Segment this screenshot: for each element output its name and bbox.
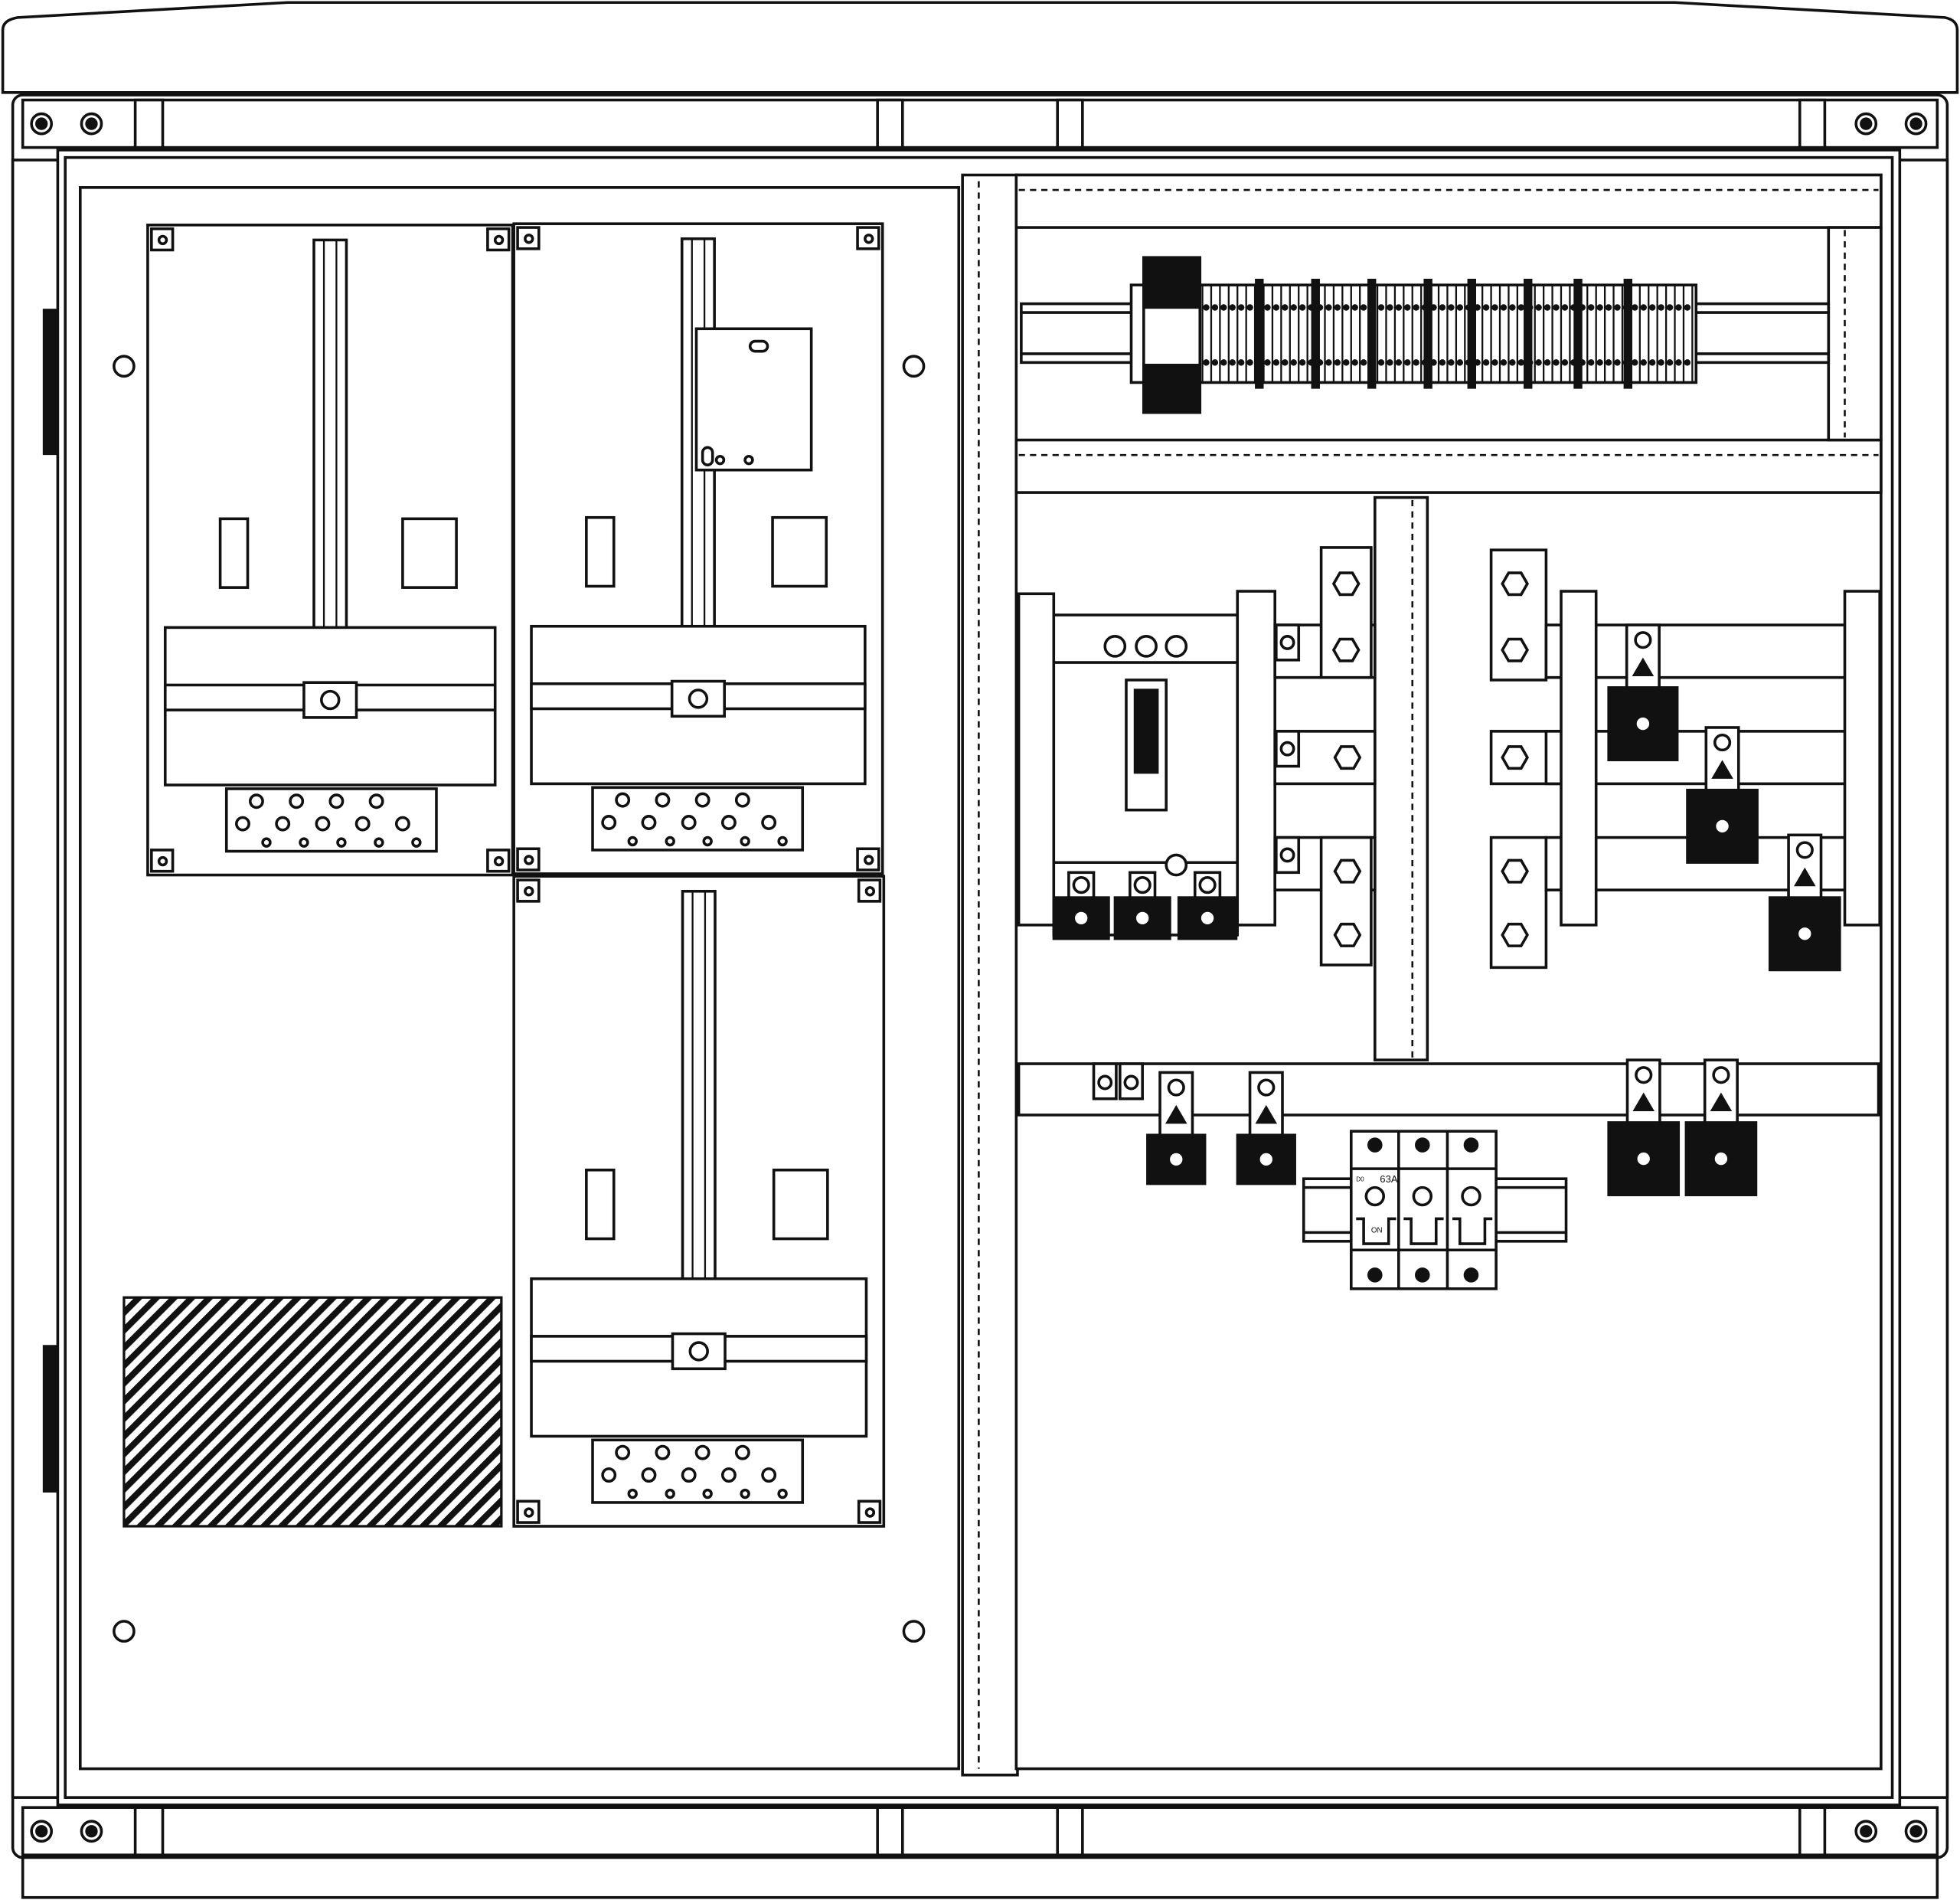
hex-bolt-icon xyxy=(1501,858,1529,884)
cable-lug xyxy=(1686,726,1759,864)
ventilation-grille xyxy=(122,1296,503,1528)
small-terminal-icons xyxy=(1092,623,1301,1100)
bottom-rail xyxy=(21,1806,1939,1857)
hex-bolt-icons xyxy=(1331,571,1529,947)
fuse-switch-d0: D0 63A ON xyxy=(1302,1130,1568,1290)
upper-cross-bars xyxy=(1014,173,1883,494)
meter-module xyxy=(146,224,514,877)
n-pe-rail xyxy=(1017,1062,1880,1117)
hex-bolt-icon xyxy=(1501,745,1529,770)
cable-lug xyxy=(1684,1058,1758,1197)
hex-bolt-icon xyxy=(1333,745,1362,770)
meter-module xyxy=(512,875,886,1528)
hex-bolt-icon xyxy=(1333,858,1362,884)
cable-lug xyxy=(1146,1071,1207,1185)
side-profiles xyxy=(11,159,1949,1799)
vertical-busbar xyxy=(1373,495,1429,1061)
terminal-end-plate xyxy=(1367,278,1377,389)
top-rail xyxy=(21,98,1939,149)
fuse-type-label: D0 xyxy=(1356,1176,1364,1182)
corner-screw-icons xyxy=(30,112,1928,1843)
hex-bolt-icon xyxy=(1333,922,1362,947)
cable-lug xyxy=(1177,871,1238,940)
distribution-panel xyxy=(1014,173,1883,1771)
cabinet-base xyxy=(21,1856,1939,1899)
cable-lug xyxy=(1768,833,1841,972)
terminal-end-plate xyxy=(1623,278,1633,389)
cable-lug xyxy=(1607,623,1679,762)
cable-lug xyxy=(1113,871,1171,940)
terminal-end-plate xyxy=(1255,278,1264,389)
terminal-end-plate xyxy=(1311,278,1320,389)
cabinet-roof xyxy=(1,1,1959,94)
meter-terminal-block xyxy=(591,1438,805,1504)
din-rail-terminals xyxy=(1020,256,1831,414)
fuse-state-label: ON xyxy=(1371,1226,1383,1235)
cable-lug xyxy=(1236,1071,1296,1185)
terminal-end-plate xyxy=(1524,278,1533,389)
terminal-end-plate xyxy=(1573,278,1583,389)
divider-column xyxy=(961,173,1019,1777)
hex-bolt-icon xyxy=(1331,571,1361,597)
meter-terminal-block xyxy=(224,787,438,853)
terminal-end-plate xyxy=(1467,278,1476,389)
hex-bolt-icon xyxy=(1501,571,1529,597)
terminal-end-plate xyxy=(1423,278,1432,389)
meter-terminal-block xyxy=(591,786,805,852)
cable-lug xyxy=(1607,1058,1681,1197)
meter-module xyxy=(512,222,884,875)
hex-bolt-icon xyxy=(1501,922,1529,947)
hex-bolt-icon xyxy=(1331,637,1361,662)
control-receiver xyxy=(694,327,813,472)
main-switch-disconnector xyxy=(1017,590,1277,937)
cable-lug xyxy=(1052,871,1110,940)
fuse-rating-label: 63A xyxy=(1380,1173,1398,1185)
hex-bolt-icon xyxy=(1501,637,1529,662)
switch-handle xyxy=(1133,688,1159,774)
